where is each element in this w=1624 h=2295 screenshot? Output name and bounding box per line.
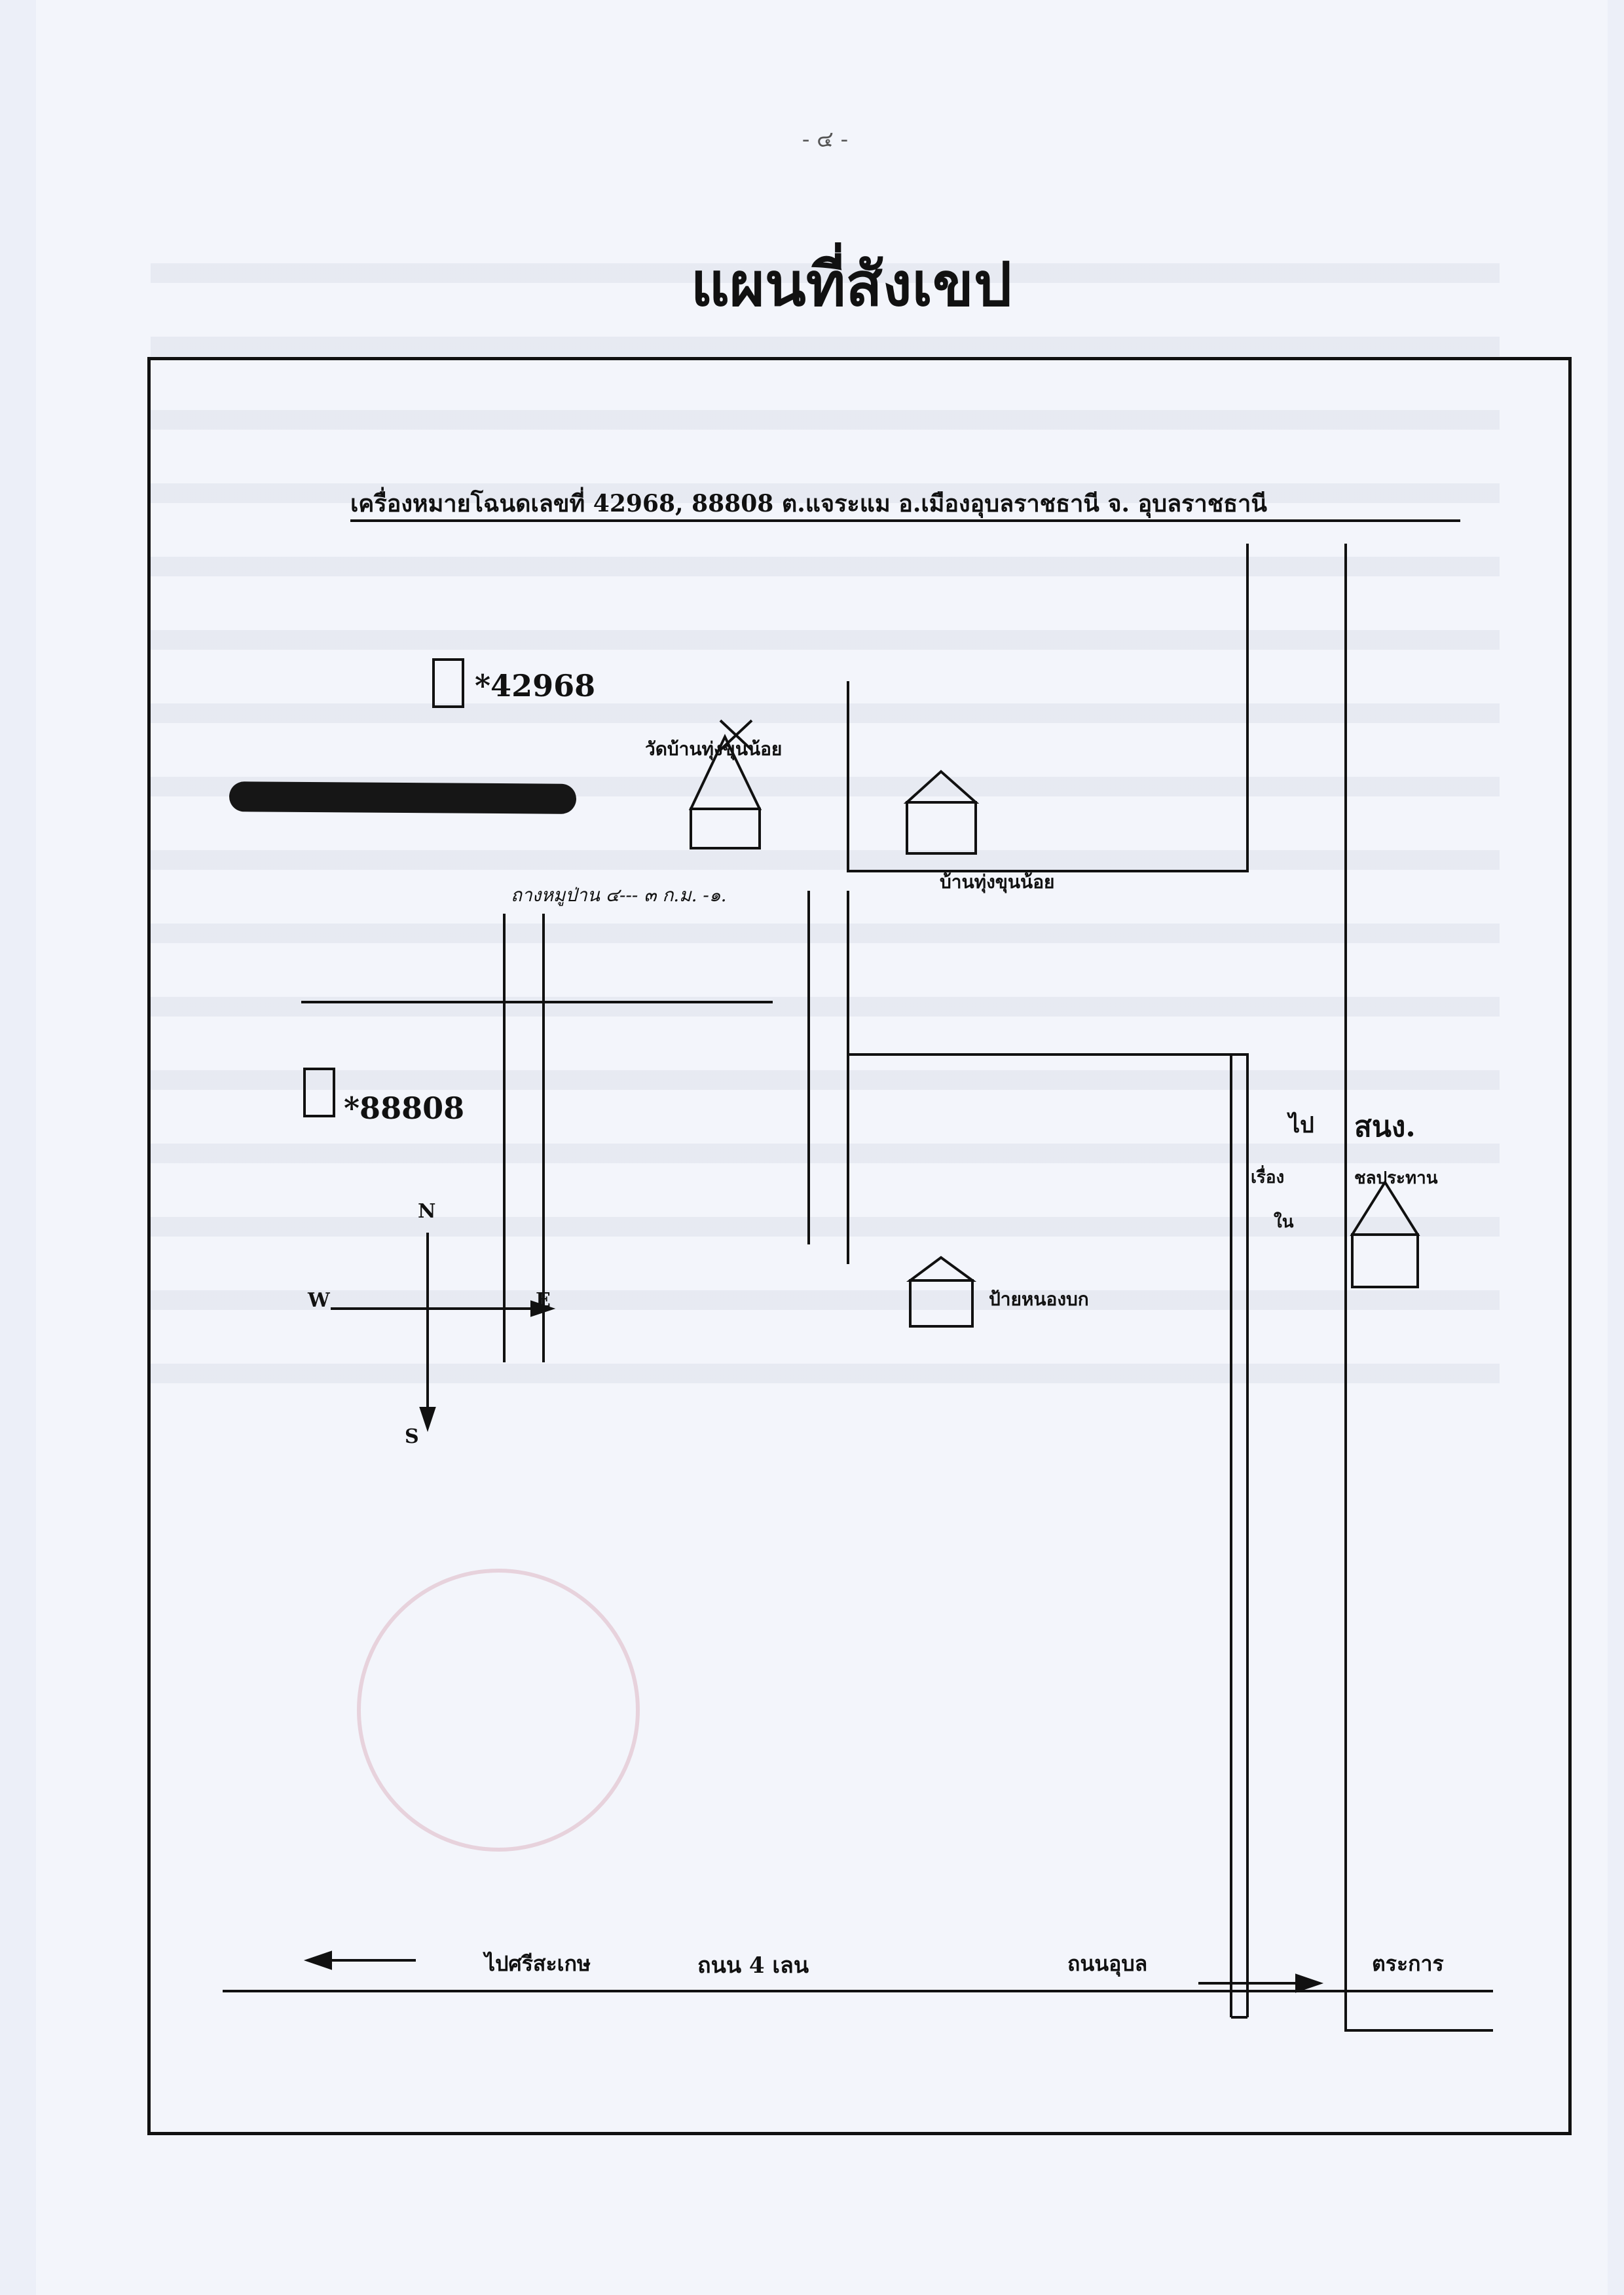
- office-label: สนง.: [1354, 1110, 1416, 1144]
- redaction-blot: [229, 781, 577, 814]
- map-frame: [147, 357, 1572, 2135]
- village-house-body: [906, 801, 977, 855]
- office-body: [1351, 1233, 1419, 1288]
- far-east-road: [1344, 544, 1493, 2032]
- map-title: แผนที่สังเขป: [690, 250, 1012, 320]
- compass-south-arrow: [419, 1407, 436, 1432]
- irrigation-label: ชลประทาน: [1354, 1168, 1438, 1188]
- west-arrow-head: [303, 1950, 332, 1970]
- temple-label: วัดบ้านทุ่งขุนน้อย: [645, 738, 783, 760]
- sign-house-body: [909, 1279, 974, 1328]
- east-arrow-head: [1295, 1973, 1324, 1993]
- village-label: บ้านทุ่งขุนน้อย: [940, 871, 1055, 893]
- to-sisaket-label: ไปศรีสะเกษ: [485, 1951, 591, 1976]
- deed-line: เครื่องหมายโฉนดเลขที่ 42968, 88808 ต.แจร…: [350, 490, 1267, 517]
- sign-house-roof: [906, 1256, 977, 1282]
- village-house-roof: [903, 770, 980, 804]
- temple-body: [690, 808, 761, 849]
- parcel-42968-marker: [432, 658, 464, 708]
- river-label: เรื่อง: [1251, 1168, 1285, 1187]
- page-number: - ๔ -: [802, 126, 849, 153]
- parcel-88808-marker: [303, 1068, 335, 1117]
- compass-north-label: N: [418, 1200, 436, 1223]
- compass-east-label: E: [536, 1289, 551, 1312]
- in-label: ใน: [1274, 1212, 1294, 1232]
- go-label: ไป: [1289, 1112, 1314, 1138]
- temple-cross-b: [719, 719, 753, 751]
- handwritten-note: ถางหมูป่าน ๔--- ๓ ก.ม. -๑.: [511, 884, 727, 906]
- faded-stamp: [357, 1569, 640, 1852]
- road-name-label: ถนน 4 เลน: [697, 1952, 809, 1979]
- parcel-label-2: *88808: [344, 1091, 465, 1126]
- road-upper-link: [847, 544, 1249, 872]
- compass-west-label: W: [308, 1289, 330, 1312]
- compass-east-arrow: [530, 1300, 556, 1317]
- to-trakan-label: ตระการ: [1372, 1951, 1444, 1976]
- parcel-label-1: *42968: [475, 668, 596, 703]
- compass-south-label: S: [405, 1425, 419, 1448]
- village-sign-label: ป้ายหนองบก: [989, 1288, 1089, 1310]
- to-ubon-label: ถนนอุบล: [1067, 1951, 1148, 1976]
